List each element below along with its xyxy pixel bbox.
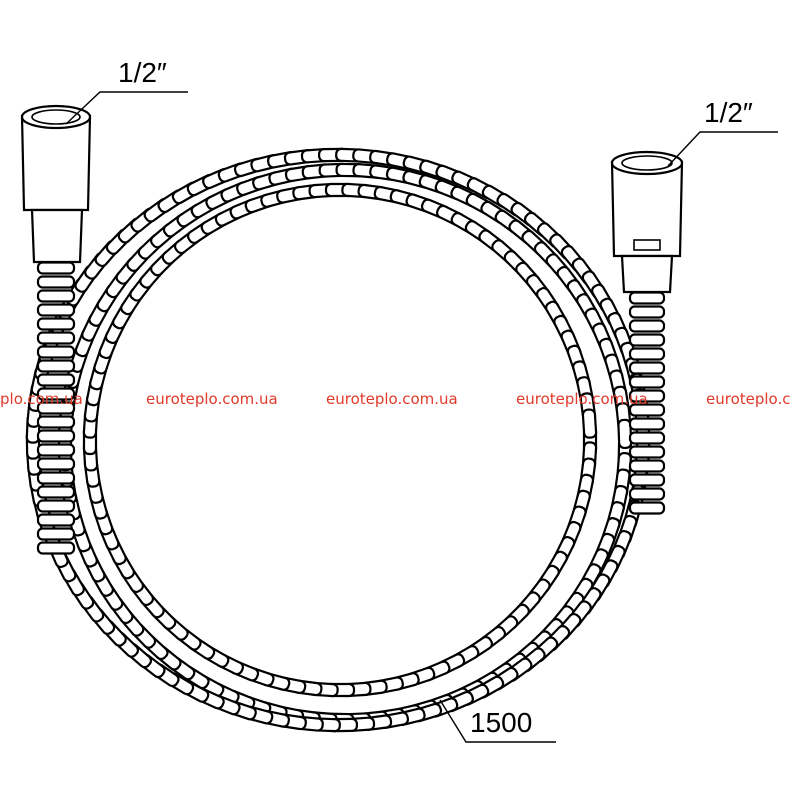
length-leader-line — [439, 699, 556, 743]
hose-rib — [628, 389, 666, 403]
right-leader-line — [667, 131, 778, 167]
right-thread-label: 1/2″ — [704, 97, 753, 128]
left-leader-line — [65, 91, 188, 125]
hose-rib — [36, 373, 76, 387]
watermark-text: euroteplo.c — [706, 390, 790, 408]
hose-rib — [628, 347, 666, 361]
hose-rib — [628, 333, 666, 347]
hose-rib — [628, 403, 666, 417]
hose-rib — [36, 331, 76, 345]
hose-rib — [628, 305, 666, 319]
hose-rib — [628, 459, 666, 473]
hose-rib — [36, 443, 76, 457]
right-fitting — [610, 150, 684, 294]
left-thread-label: 1/2″ — [118, 57, 167, 88]
hose-rib — [36, 527, 76, 541]
hose-rib — [36, 485, 76, 499]
hose-rib — [36, 429, 76, 443]
hose-rib — [628, 375, 666, 389]
hose-rib — [628, 431, 666, 445]
hose-rib — [36, 345, 76, 359]
watermark-row: plo.com.ua euroteplo.com.ua euroteplo.co… — [0, 390, 790, 408]
hose-rib — [581, 408, 598, 439]
left-fitting — [20, 104, 92, 264]
hose-rib — [628, 417, 666, 431]
watermark-text: plo.com.ua — [0, 390, 83, 408]
hose-rib — [36, 289, 76, 303]
hose-rib — [36, 471, 76, 485]
hose-rib — [628, 319, 666, 333]
hose-rib — [36, 261, 76, 275]
watermark-text: euroteplo.com.ua — [326, 390, 458, 408]
hose-rib — [36, 541, 76, 555]
hose-rib — [628, 473, 666, 487]
length-label: 1500 — [470, 707, 532, 738]
hose-rib — [36, 317, 76, 331]
hose-rib — [36, 303, 76, 317]
watermark-text: euroteplo.com.ua — [516, 390, 648, 408]
watermark-text: euroteplo.com.ua — [146, 390, 278, 408]
hose-rib — [36, 513, 76, 527]
hose-rib — [36, 387, 76, 401]
hose-rib — [36, 499, 76, 513]
hose-rib — [36, 359, 76, 373]
hose-rib — [628, 445, 666, 459]
hose-rib — [628, 487, 666, 501]
hose-coil — [25, 147, 666, 733]
hose-rib — [36, 457, 76, 471]
hose-rib — [36, 401, 76, 415]
hose-rib — [36, 275, 76, 289]
hose-rib — [36, 415, 76, 429]
hose-rib — [628, 501, 666, 515]
hose-rib — [628, 361, 666, 375]
hose-rib — [628, 291, 666, 305]
